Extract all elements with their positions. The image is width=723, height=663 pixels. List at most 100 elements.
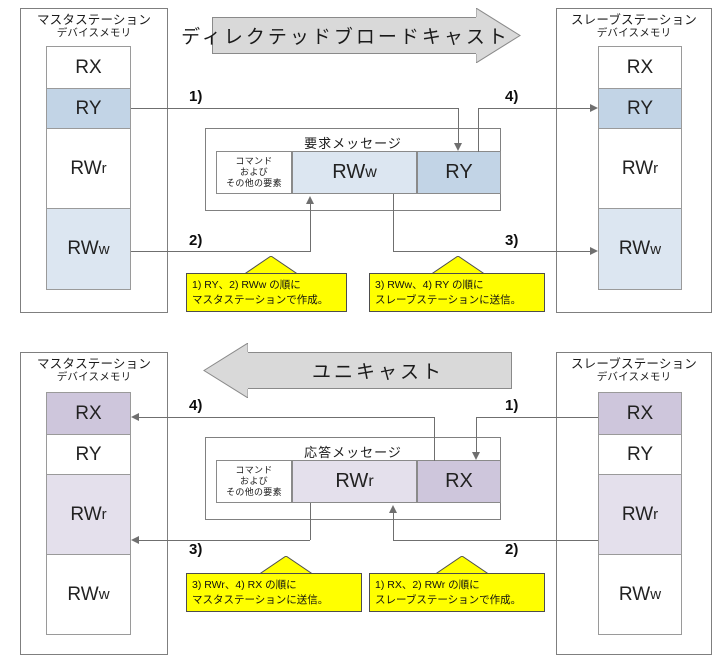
bottom-callout-1: 3) RWr、4) RX の順に マスタステーションに送信。: [186, 573, 362, 612]
bottom-connector-2-vertical: [393, 512, 394, 540]
top-slave-cell-rx[interactable]: RX: [599, 47, 681, 89]
bottom-step-label-3: 3): [189, 541, 203, 558]
top-master-station-title: マスタステーション デバイスメモリ: [20, 13, 168, 39]
top-connector-2-arrowhead: [306, 196, 314, 204]
top-slave-cell-rwr-label: RW: [621, 157, 654, 179]
top-slave-station-title: スレーブステーション デバイスメモリ: [556, 13, 712, 39]
top-master-cell-rww-label: RW: [67, 238, 99, 259]
top-step-label-2: 2): [189, 232, 203, 249]
bottom-message-segment-rx[interactable]: RX: [417, 460, 501, 503]
top-connector-2-vertical: [310, 203, 311, 251]
top-callout-1-line1: 1) RY、2) RWw の順に: [192, 279, 301, 291]
bottom-slave-station-title: スレーブステーション デバイスメモリ: [556, 357, 712, 383]
top-connector-3-vertical: [393, 194, 394, 251]
bottom-master-cell-rwr-label: RW: [70, 503, 102, 525]
top-connector-1-vertical: [458, 108, 459, 144]
top-master-title-line2: デバイスメモリ: [56, 27, 132, 40]
top-connector-4-horizontal: [478, 108, 593, 109]
bottom-connector-4-vertical: [434, 417, 435, 461]
bottom-slave-cell-rww-sub: w: [650, 586, 662, 603]
bottom-master-cell-rx-label: RX: [75, 402, 102, 424]
bottom-message-command-line1: コマンド: [235, 464, 273, 475]
top-master-cell-ry[interactable]: RY: [47, 89, 130, 129]
bottom-callout-1-line2: マスタステーションに送信。: [192, 594, 329, 607]
top-master-title-line1: マスタステーション: [36, 13, 152, 27]
bottom-master-title-line2: デバイスメモリ: [56, 371, 132, 384]
top-slave-cell-ry[interactable]: RY: [599, 89, 681, 129]
top-banner-body: [212, 17, 479, 54]
bottom-message-command-line2: および: [240, 475, 268, 486]
top-master-cell-rwr-sub: r: [101, 160, 107, 177]
top-step-label-3: 3): [505, 232, 519, 249]
bottom-message-segment-rx-label: RX: [445, 470, 473, 492]
top-master-cell-ry-label: RY: [75, 97, 102, 119]
top-message-command-line2: および: [240, 166, 268, 177]
bottom-master-title-line1: マスタステーション: [36, 357, 152, 371]
bottom-master-cell-ry[interactable]: RY: [47, 435, 130, 475]
bottom-slave-cell-rwr-sub: r: [653, 506, 659, 523]
bottom-master-cell-rww-sub: w: [98, 586, 110, 603]
top-slave-cell-rww-label: RW: [618, 238, 651, 259]
top-master-cell-rx[interactable]: RX: [47, 47, 130, 89]
top-callout-1: 1) RY、2) RWw の順に マスタステーションで作成。: [186, 273, 347, 312]
top-message-title: 要求メッセージ: [304, 136, 402, 151]
top-step-label-4: 4): [505, 88, 519, 105]
bottom-message-segment-rwr-label: RW: [335, 470, 369, 492]
bottom-connector-2-arrowhead: [389, 505, 397, 513]
top-slave-cell-rww-sub: w: [650, 240, 662, 258]
top-message-segment-command[interactable]: コマンド および その他の要素: [216, 151, 292, 194]
top-message-command-line1: コマンド: [235, 155, 273, 166]
bottom-callout-2-line1: 1) RX、2) RWr の順に: [375, 579, 480, 591]
top-master-cell-rww-sub: w: [98, 240, 110, 258]
top-callout-2-line2: スレーブステーションに送信。: [375, 294, 522, 307]
top-callout-2: 3) RWw、4) RY の順に スレーブステーションに送信。: [369, 273, 545, 312]
top-message-segment-ry[interactable]: RY: [417, 151, 501, 194]
top-message-segment-rww-sub: w: [365, 163, 377, 181]
bottom-slave-cell-ry[interactable]: RY: [599, 435, 681, 475]
bottom-slave-cell-rwr-label: RW: [621, 503, 654, 525]
bottom-master-cell-ry-label: RY: [75, 443, 102, 465]
bottom-callout-2: 1) RX、2) RWr の順に スレーブステーションで作成。: [369, 573, 545, 612]
bottom-slave-cell-rx-label: RX: [626, 402, 654, 424]
bottom-banner-label: ユニキャスト: [311, 362, 444, 383]
top-slave-cell-rx-label: RX: [626, 56, 654, 78]
top-connector-3-horizontal: [393, 251, 593, 252]
bottom-slave-cell-ry-label: RY: [626, 443, 654, 465]
top-message-segment-rww-label: RW: [332, 161, 366, 183]
bottom-master-cell-rx[interactable]: RX: [47, 393, 130, 435]
bottom-master-cell-rwr-sub: r: [101, 506, 107, 523]
top-banner-arrowhead-icon: [476, 8, 521, 63]
top-message-command-line3: その他の要素: [226, 178, 282, 189]
bottom-step-label-1: 1): [505, 397, 519, 414]
bottom-slave-title-line2: デバイスメモリ: [596, 371, 672, 384]
top-banner-label: ディレクテッドブロードキャスト: [181, 27, 510, 48]
top-connector-3-arrowhead: [590, 247, 598, 255]
bottom-message-segment-command[interactable]: コマンド および その他の要素: [216, 460, 292, 503]
top-master-cell-rx-label: RX: [75, 56, 102, 78]
top-slave-cell-rwr-sub: r: [653, 160, 659, 177]
top-callout-1-line2: マスタステーションで作成。: [192, 294, 329, 307]
top-connector-1-horizontal: [131, 108, 459, 109]
bottom-master-station-title: マスタステーション デバイスメモリ: [20, 357, 168, 383]
top-slave-cell-ry-label: RY: [626, 97, 654, 119]
bottom-message-segment-rwr-sub: r: [368, 472, 374, 490]
bottom-connector-3-arrowhead: [131, 536, 139, 544]
bottom-connector-1-arrowhead: [472, 452, 480, 460]
top-connector-4-arrowhead: [590, 104, 598, 112]
bottom-slave-cell-rx[interactable]: RX: [599, 393, 681, 435]
bottom-connector-4-arrowhead: [131, 413, 139, 421]
